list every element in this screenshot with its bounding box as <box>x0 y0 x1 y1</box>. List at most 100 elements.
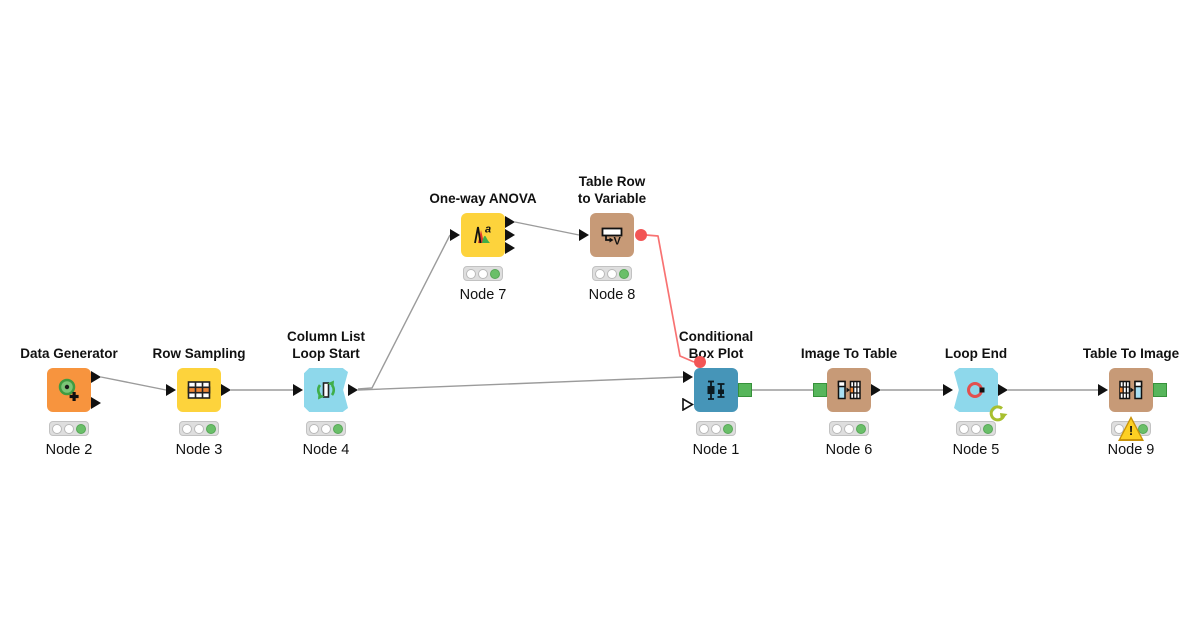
optional-input-port[interactable] <box>682 398 694 411</box>
node-table-row-to-variable: Table Row to Variable V Node 8 <box>578 174 647 303</box>
status-dot-green <box>76 423 86 434</box>
image-input-port[interactable] <box>813 383 827 397</box>
node-caption: Node 6 <box>825 442 873 458</box>
output-port-1[interactable] <box>91 371 101 383</box>
node-body-data-generator[interactable] <box>47 368 91 412</box>
box-plot-icon <box>707 380 725 400</box>
connection-loopstart-anova[interactable] <box>357 234 451 390</box>
node-title: Table Row to Variable <box>532 163 692 207</box>
input-port-1[interactable] <box>166 384 176 396</box>
traffic-light <box>696 421 736 436</box>
loop-arrow-icon <box>989 405 1008 422</box>
traffic-light <box>179 421 219 436</box>
row-sampling-icon <box>187 381 211 399</box>
column-loop-icon <box>317 380 335 400</box>
svg-text:a: a <box>485 224 491 236</box>
input-port-1[interactable] <box>450 229 460 241</box>
connection-flowvariable-tablerow-boxplot[interactable] <box>645 234 695 363</box>
node-title-line: Data Generator <box>20 346 118 361</box>
traffic-light <box>49 421 89 436</box>
node-image-to-table: Image To Table Node 6 <box>801 346 897 458</box>
node-title: Loop End <box>896 318 1056 362</box>
node-column-list-loop-start: Column List Loop Start Node 4 <box>287 329 365 458</box>
input-port-1[interactable] <box>579 229 589 241</box>
node-data-generator: Data Generator Node 2 <box>20 346 118 458</box>
node-body-loop-end[interactable] <box>954 368 998 412</box>
node-title-line: Loop End <box>944 346 1008 361</box>
flow-variable-input-port[interactable] <box>694 356 706 368</box>
output-port-2[interactable] <box>505 229 515 241</box>
status-dot-yellow <box>844 423 854 434</box>
node-title-line: Image To Table <box>800 346 898 361</box>
node-caption: Node 2 <box>45 442 93 458</box>
status-dot-red <box>309 423 319 434</box>
node-title-line: Table Row <box>578 174 646 189</box>
node-body-row-sampling[interactable] <box>177 368 221 412</box>
connection-loopstart-boxplot[interactable] <box>357 376 684 391</box>
status-dot-yellow <box>478 268 488 279</box>
status-dot-green <box>1138 423 1148 434</box>
table-to-image-icon <box>1119 380 1143 400</box>
node-body-table-to-image[interactable] <box>1109 368 1153 412</box>
status-dot-red <box>832 423 842 434</box>
status-dot-yellow <box>607 268 617 279</box>
connection-anova-tablerow[interactable] <box>514 221 580 236</box>
status-dot-red <box>182 423 192 434</box>
status-dot-green <box>856 423 866 434</box>
svg-text:V: V <box>614 236 622 248</box>
input-port-1[interactable] <box>1098 384 1108 396</box>
output-port-2[interactable] <box>91 397 101 409</box>
status-dot-yellow <box>321 423 331 434</box>
output-port-3[interactable] <box>505 242 515 254</box>
status-dot-red <box>959 423 969 434</box>
node-body-table-row-to-variable[interactable]: V <box>590 213 634 257</box>
input-port-1[interactable] <box>293 384 303 396</box>
image-output-port[interactable] <box>738 383 752 397</box>
image-output-port[interactable] <box>1153 383 1167 397</box>
input-port-1[interactable] <box>683 371 693 383</box>
status-dot-green <box>619 268 629 279</box>
output-port-1[interactable] <box>221 384 231 396</box>
node-caption: Node 4 <box>302 442 350 458</box>
node-body-image-to-table[interactable] <box>827 368 871 412</box>
node-body-conditional-box-plot[interactable] <box>694 368 738 412</box>
node-title-line: Loop Start <box>292 346 360 361</box>
node-caption: Node 1 <box>692 442 740 458</box>
output-port-1[interactable] <box>505 216 515 228</box>
status-dot-green <box>723 423 733 434</box>
node-title-line: Table To Image <box>1082 346 1180 361</box>
status-dot-green <box>490 268 500 279</box>
image-to-table-icon <box>837 380 861 400</box>
node-title: Table To Image <box>1051 318 1200 362</box>
warning-triangle-icon: ! <box>1118 416 1144 441</box>
traffic-light <box>592 266 632 281</box>
table-row-to-variable-icon: V <box>601 227 623 248</box>
status-dot-green <box>206 423 216 434</box>
status-dot-red <box>1114 423 1124 434</box>
node-row-sampling: Row Sampling Node 3 <box>152 346 245 458</box>
output-port-1[interactable] <box>998 384 1008 396</box>
node-title: One-way ANOVA <box>403 163 563 207</box>
loop-end-icon <box>967 382 985 398</box>
connection-datagenerator-rowsampling[interactable] <box>100 376 167 391</box>
status-dot-yellow <box>971 423 981 434</box>
node-conditional-box-plot: Conditional Box Plot <box>679 329 753 458</box>
input-port-1[interactable] <box>943 384 953 396</box>
node-title: Row Sampling <box>119 318 279 362</box>
status-dot-yellow <box>711 423 721 434</box>
node-body-column-list-loop-start[interactable] <box>304 368 348 412</box>
status-dot-green <box>333 423 343 434</box>
node-body-one-way-anova[interactable]: a <box>461 213 505 257</box>
node-title-line: Row Sampling <box>152 346 246 361</box>
flow-variable-output-port[interactable] <box>635 229 647 241</box>
output-port-1[interactable] <box>348 384 358 396</box>
node-caption: Node 9 <box>1107 442 1155 458</box>
node-title: Data Generator <box>0 318 149 362</box>
node-caption: Node 8 <box>588 287 636 303</box>
output-port-1[interactable] <box>871 384 881 396</box>
status-dot-red <box>52 423 62 434</box>
status-dot-yellow <box>64 423 74 434</box>
traffic-light: ! <box>1111 416 1151 441</box>
